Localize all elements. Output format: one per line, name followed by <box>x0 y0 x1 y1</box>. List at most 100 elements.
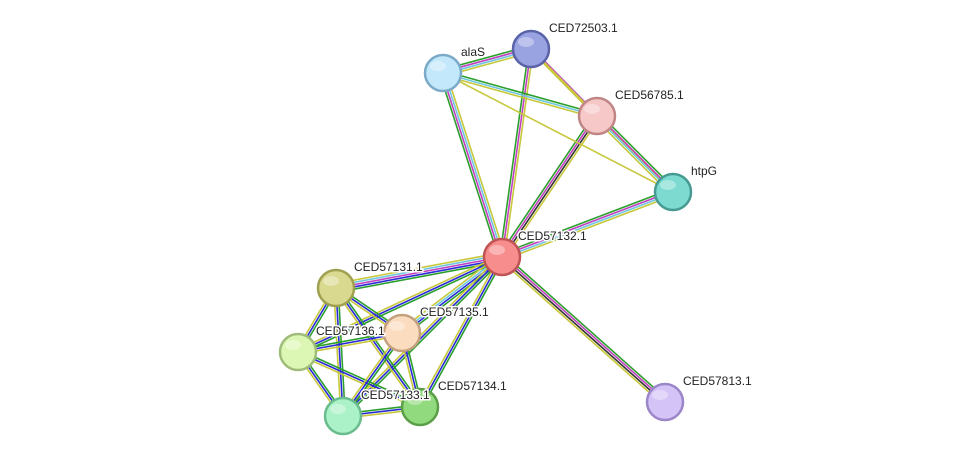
edge-channel-neighborhood <box>298 258 504 355</box>
node-highlight <box>330 404 346 414</box>
node-label-alas: alaS <box>461 45 485 59</box>
node-ced57136-1[interactable] <box>278 332 318 372</box>
node-label-ced57133-1: CED57133.1 <box>361 388 430 402</box>
edge-channel-experiments <box>441 73 502 258</box>
edge-channel-textmining <box>399 253 501 332</box>
node-label-ced57132-1: CED57132.1 <box>518 229 587 243</box>
edge-channel-neighborhood <box>439 73 500 259</box>
node-circle[interactable] <box>423 53 463 93</box>
node-label-ced72503-1: CED72503.1 <box>549 21 618 35</box>
edge-channel-neighborhood <box>500 188 673 255</box>
edge-ced57132-1-ced57136-1[interactable] <box>296 254 504 355</box>
edge-channel-database <box>442 72 598 117</box>
edge-alas-htpg[interactable] <box>442 72 674 193</box>
edge-channel-experiments <box>501 48 532 258</box>
edge-channel-neighborhood <box>337 287 346 416</box>
edge-channel-cooccurrence <box>336 258 503 291</box>
edge-ced57132-1-ced57131-1[interactable] <box>335 251 503 294</box>
edge-ced57132-1-ced56785-1[interactable] <box>498 113 601 260</box>
edge-channel-database <box>502 192 674 259</box>
node-label-ced57135-1: CED57135.1 <box>420 305 489 319</box>
edge-channel-database <box>400 255 502 333</box>
edge-ced57136-1-ced57134-1[interactable] <box>296 349 422 410</box>
node-alas[interactable] <box>423 53 463 93</box>
edge-channel-textmining <box>442 74 597 119</box>
node-label-ced57131-1: CED57131.1 <box>354 260 423 274</box>
node-layer <box>278 29 693 436</box>
node-ced56785-1[interactable] <box>577 96 617 136</box>
node-ced57133-1[interactable] <box>323 396 363 436</box>
node-circle[interactable] <box>645 382 685 422</box>
node-circle[interactable] <box>653 172 693 212</box>
edge-ced57132-1-ced72503-1[interactable] <box>499 48 534 258</box>
edge-channel-experiments <box>500 114 597 257</box>
edge-channel-cooccurrence <box>297 351 421 408</box>
edge-ced57131-1-ced57133-1[interactable] <box>333 287 346 417</box>
node-ced57132-1[interactable] <box>482 237 522 277</box>
edge-channel-textmining <box>333 288 419 409</box>
edge-channel-textmining <box>442 72 674 193</box>
node-circle[interactable] <box>577 96 617 136</box>
node-ced57131-1[interactable] <box>316 268 356 308</box>
node-circle[interactable] <box>400 387 440 427</box>
node-highlight <box>407 395 423 405</box>
edge-channel-textmining <box>333 288 342 417</box>
node-ced57134-1[interactable] <box>400 387 440 427</box>
edge-channel-textmining <box>296 353 420 410</box>
node-highlight <box>652 390 668 400</box>
node-highlight <box>584 104 600 114</box>
edge-channel-neighborhood <box>421 257 505 409</box>
node-label-ced57136-1: CED57136.1 <box>316 324 385 338</box>
node-label-htpg: htpG <box>691 164 717 178</box>
edge-channel-coexpression <box>502 116 599 259</box>
edge-channel-neighborhood <box>503 253 668 401</box>
edge-channel-textmining <box>296 254 502 351</box>
node-highlight <box>323 276 339 286</box>
edge-channel-cooccurrence <box>419 256 503 408</box>
edge-channel-experiments <box>502 255 667 402</box>
node-highlight <box>389 321 405 331</box>
node-ced57813-1[interactable] <box>645 382 685 422</box>
node-circle[interactable] <box>323 396 363 436</box>
node-label-ced57813-1: CED57813.1 <box>683 374 752 388</box>
edge-channel-textmining <box>503 49 534 258</box>
edge-channel-database <box>335 254 502 287</box>
node-circle[interactable] <box>482 237 522 277</box>
node-label-ced57134-1: CED57134.1 <box>438 379 507 393</box>
edge-ced57132-1-alas[interactable] <box>439 71 506 259</box>
edge-channel-database <box>443 72 504 257</box>
edge-channel-neighborhood <box>337 286 423 407</box>
node-highlight <box>489 245 505 255</box>
edge-channel-neighborhood <box>443 70 598 115</box>
edge-ced57131-1-ced57134-1[interactable] <box>333 286 423 409</box>
edge-channel-textmining <box>445 71 506 257</box>
node-highlight <box>660 180 676 190</box>
node-highlight <box>430 61 446 71</box>
edge-channel-experiments <box>501 190 673 257</box>
edge-channel-cooccurrence <box>335 287 421 408</box>
edge-channel-textmining <box>499 258 664 406</box>
node-ced57135-1[interactable] <box>382 313 422 353</box>
node-circle[interactable] <box>382 313 422 353</box>
edge-alas-ced56785-1[interactable] <box>442 70 598 119</box>
node-circle[interactable] <box>511 29 551 69</box>
edge-channel-textmining <box>504 117 601 260</box>
edge-channel-textmining <box>417 255 501 407</box>
edge-channel-neighborhood <box>298 349 422 406</box>
node-circle[interactable] <box>316 268 356 308</box>
node-circle[interactable] <box>278 332 318 372</box>
edge-channel-neighborhood <box>498 113 595 256</box>
node-htpg[interactable] <box>653 172 693 212</box>
node-label-ced56785-1: CED56785.1 <box>615 88 684 102</box>
node-ced72503-1[interactable] <box>511 29 551 69</box>
edge-ced57132-1-ced57813-1[interactable] <box>499 253 668 406</box>
edge-ced57132-1-htpg[interactable] <box>500 188 675 261</box>
edge-channel-cooccurrence <box>335 287 344 417</box>
edge-channel-cooccurrence <box>297 256 503 353</box>
edge-channel-coexpression <box>500 257 665 404</box>
edge-ced57132-1-ced57134-1[interactable] <box>417 255 505 409</box>
edge-channel-textmining <box>502 194 675 261</box>
edge-channel-textmining <box>335 251 502 285</box>
